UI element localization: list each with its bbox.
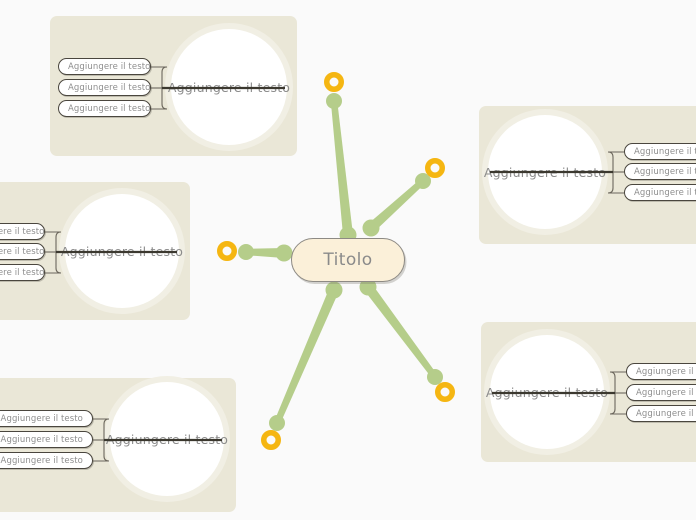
subtopic-pill-label: Aggiungere il testo — [0, 434, 83, 445]
subtopic-pill[interactable]: Aggiungere il testo — [624, 143, 696, 160]
subtopic-pill[interactable]: Aggiungere il testo — [626, 363, 696, 380]
branch-upper-right[interactable] — [362, 158, 445, 237]
branch-hub-dot[interactable] — [362, 219, 380, 237]
topic-circle[interactable]: Aggiungere il testo — [61, 194, 183, 308]
branch-tip-dot[interactable] — [238, 244, 254, 260]
topic-circle-label: Aggiungere il testo — [167, 79, 291, 95]
topic-circle-label: Aggiungere il testo — [60, 243, 184, 259]
branch-stem — [330, 100, 353, 236]
subtopic-pill-label: Aggiungere il testo — [634, 146, 696, 157]
topic-circle[interactable]: Aggiungere il testo — [106, 382, 228, 496]
branch-tip-dot[interactable] — [269, 415, 285, 431]
subtopic-pill-label: Aggiungere il testo — [634, 187, 696, 198]
branch-tip-dot[interactable] — [326, 93, 342, 109]
branch-ring-handle-icon[interactable] — [217, 241, 237, 261]
topic-circle[interactable]: Aggiungere il testo — [167, 29, 291, 145]
branch-bottom-left[interactable] — [261, 281, 343, 450]
topic-circle-label: Aggiungere il testo — [105, 431, 229, 447]
branch-ring-handle-icon[interactable] — [324, 72, 344, 92]
subtopic-pill[interactable]: Aggiungere il testo — [626, 405, 696, 422]
subtopic-pill[interactable]: Aggiungere il testo — [58, 100, 151, 117]
subtopic-pill-label: Aggiungere il testo — [68, 103, 151, 114]
branch-stem — [363, 284, 438, 379]
subtopic-pill[interactable]: Aggiungere il testo — [0, 223, 45, 240]
subtopic-pill-label: Aggiungere il testo — [68, 61, 151, 72]
subtopic-pill[interactable]: Aggiungere il testo — [0, 243, 45, 260]
subtopic-pill-label: Aggiungere il testo — [0, 226, 45, 237]
branch-ring-handle-icon[interactable] — [425, 158, 445, 178]
branch-ring-handle-icon[interactable] — [261, 430, 281, 450]
branch-tip-dot[interactable] — [427, 369, 443, 385]
subtopic-pill[interactable]: Aggiungere il testo — [0, 264, 45, 281]
central-node-label: Titolo — [323, 250, 373, 270]
central-node[interactable]: Titolo — [291, 238, 405, 282]
subtopic-pill-label: Aggiungere il testo — [0, 246, 45, 257]
subtopic-pill[interactable]: Aggiungere il testo — [58, 58, 151, 75]
branch-top[interactable] — [324, 72, 357, 244]
subtopic-pill-label: Aggiungere il testo — [0, 413, 83, 424]
subtopic-pill[interactable]: Aggiungere il testo — [0, 452, 93, 469]
branch-left[interactable] — [217, 241, 293, 262]
branch-stem — [245, 248, 285, 258]
topic-circle-label: Aggiungere il testo — [485, 384, 609, 400]
topic-circle[interactable]: Aggiungere il testo — [484, 115, 606, 229]
branch-hub-dot[interactable] — [275, 244, 293, 262]
subtopic-pill-label: Aggiungere il testo — [68, 82, 151, 93]
branch-bottom-right[interactable] — [359, 278, 455, 402]
branch-hub-dot[interactable] — [325, 281, 343, 299]
subtopic-pill-label: Aggiungere il testo — [0, 267, 45, 278]
subtopic-pill[interactable]: Aggiungere il testo — [0, 431, 93, 448]
subtopic-pill-label: Aggiungere il testo — [0, 455, 83, 466]
subtopic-pill[interactable]: Aggiungere il testo — [58, 79, 151, 96]
branch-stem — [274, 288, 339, 425]
subtopic-pill-label: Aggiungere il testo — [636, 408, 696, 419]
subtopic-pill[interactable]: Aggiungere il testo — [0, 410, 93, 427]
topic-circle-label: Aggiungere il testo — [483, 164, 607, 180]
subtopic-pill-label: Aggiungere il testo — [634, 166, 696, 177]
branch-ring-handle-icon[interactable] — [435, 382, 455, 402]
subtopic-pill[interactable]: Aggiungere il testo — [624, 184, 696, 201]
subtopic-pill[interactable]: Aggiungere il testo — [624, 163, 696, 180]
subtopic-pill[interactable]: Aggiungere il testo — [626, 384, 696, 401]
subtopic-pill-label: Aggiungere il testo — [636, 387, 696, 398]
topic-circle[interactable]: Aggiungere il testo — [486, 335, 608, 449]
branch-stem — [367, 178, 426, 232]
subtopic-pill-label: Aggiungere il testo — [636, 366, 696, 377]
branch-tip-dot[interactable] — [415, 173, 431, 189]
